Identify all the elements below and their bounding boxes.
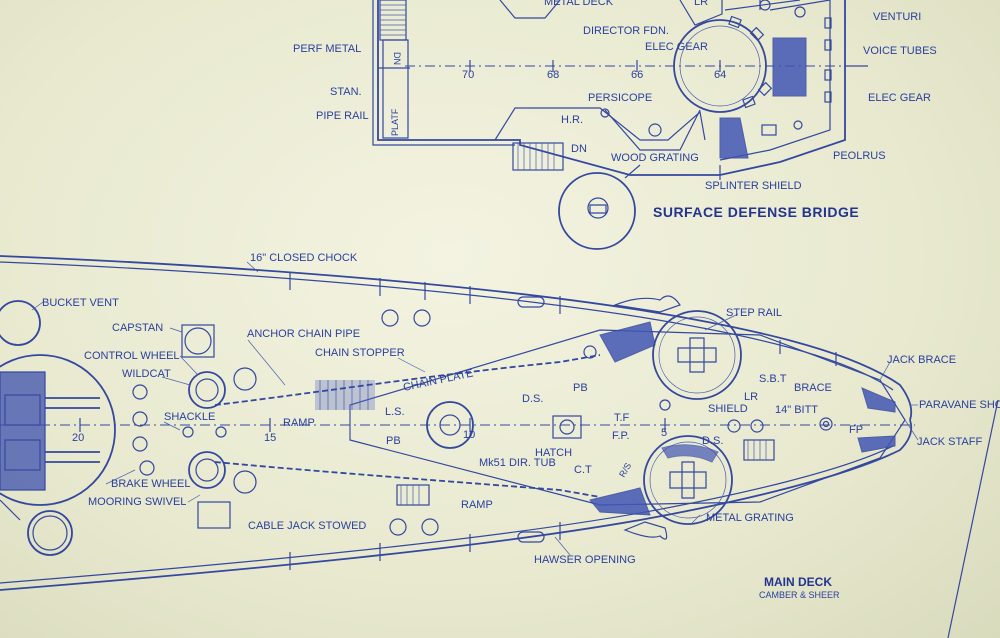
stan-label: STAN. bbox=[330, 86, 362, 98]
shackle-label: SHACKLE bbox=[164, 411, 215, 423]
persicope-label: PERSICOPE bbox=[588, 92, 652, 104]
elec-gear-inner-label: ELEC GEAR bbox=[645, 41, 708, 53]
pb-left-label: PB bbox=[386, 435, 401, 447]
anchor-chain-pipe-label: ANCHOR CHAIN PIPE bbox=[247, 328, 360, 340]
metal-grating-starboard bbox=[589, 487, 651, 516]
frame-5-label: 5 bbox=[661, 427, 667, 439]
hull-outline-port bbox=[0, 255, 913, 421]
tf-label: T.F bbox=[614, 412, 630, 424]
pipe-rail-label: PIPE RAIL bbox=[316, 110, 369, 122]
bridge-frame-64: 64 bbox=[714, 69, 726, 81]
paravane-shoe-label: PARAVANE SHOE bbox=[919, 399, 1000, 411]
director-fdn-label: DIRECTOR FDN. bbox=[583, 25, 669, 37]
brake-wheel-label: BRAKE WHEEL bbox=[111, 478, 190, 490]
chain-plate-label: CHAIN PLATE bbox=[402, 367, 474, 394]
lr-label: LR bbox=[744, 391, 758, 403]
anchor-chain-port bbox=[214, 354, 601, 406]
ds-lower-label: D.S. bbox=[702, 435, 723, 447]
frame-10-label: 10 bbox=[463, 429, 475, 441]
bridge-title: SURFACE DEFENSE BRIDGE bbox=[653, 204, 859, 220]
hatch-label: HATCH bbox=[535, 447, 572, 459]
bridge-equipment bbox=[600, 0, 868, 137]
main-deck-subtitle: CAMBER & SHEER bbox=[759, 590, 840, 600]
director-foundation bbox=[673, 19, 767, 113]
sheet-border bbox=[947, 399, 999, 638]
bucket-vent bbox=[0, 300, 41, 346]
mooring-swivel-label: MOORING SWIVEL bbox=[88, 496, 186, 508]
brace-label: BRACE bbox=[794, 382, 832, 394]
ls-label: L.S. bbox=[385, 406, 405, 418]
deck-frame-ticks bbox=[79, 418, 666, 432]
platf-label: PLATF bbox=[390, 108, 400, 136]
surface-defense-bridge: METAL DECK LR DIRECTOR FDN. ELEC GEAR PE… bbox=[293, 0, 937, 250]
step-rail-label: STEP RAIL bbox=[726, 307, 782, 319]
lr-top-label: LR bbox=[694, 0, 708, 8]
main-deck-title: MAIN DECK bbox=[764, 575, 832, 589]
forward-turret bbox=[0, 354, 116, 521]
wildcat-label: WILDCAT bbox=[122, 368, 171, 380]
perf-metal-label: PERF METAL bbox=[293, 43, 361, 55]
metal-grating-label: METAL GRATING bbox=[706, 512, 794, 524]
chain-stopper-label: CHAIN STOPPER bbox=[315, 347, 405, 359]
capstan-label: CAPSTAN bbox=[112, 322, 163, 334]
ramp-upper-label: RAMP bbox=[283, 417, 315, 429]
bridge-frame-68: 68 bbox=[547, 69, 559, 81]
hawser-opening-label: HAWSER OPENING bbox=[534, 554, 636, 566]
fp-bow-label: FP bbox=[849, 424, 863, 436]
venturi-label: VENTURI bbox=[873, 11, 921, 23]
elec-gear-panel bbox=[772, 37, 807, 97]
hatch-box bbox=[552, 415, 582, 439]
main-deck-plan: 16" CLOSED CHOCK BUCKET VENT CAPSTAN ANC… bbox=[0, 252, 1000, 638]
sbt-label: S.B.T bbox=[759, 373, 787, 385]
deck-fittings bbox=[381, 296, 833, 543]
bridge-ladder-bottom bbox=[512, 142, 564, 171]
frame-20-label: 20 bbox=[72, 432, 84, 444]
bridge-frame-70: 70 bbox=[462, 69, 474, 81]
closed-chock-label: 16" CLOSED CHOCK bbox=[250, 252, 358, 264]
shield-label: SHIELD bbox=[708, 403, 748, 415]
hull-outline-starboard bbox=[0, 419, 913, 591]
metal-deck-label: METAL DECK bbox=[544, 0, 614, 8]
bucket-vent-label: BUCKET VENT bbox=[42, 297, 119, 309]
gun-tub-starboard bbox=[643, 435, 733, 525]
cable-jack-stowed-label: CABLE JACK STOWED bbox=[248, 520, 366, 532]
windlass-machinery bbox=[0, 300, 257, 556]
jack-brace-label: JACK BRACE bbox=[887, 354, 956, 366]
bridge-gun-tub bbox=[558, 172, 636, 250]
bitt-label: 14" BITT bbox=[775, 404, 818, 416]
chain-plate-hatch bbox=[315, 380, 375, 410]
platform bbox=[382, 39, 409, 139]
bridge-frame-ticks bbox=[469, 60, 721, 72]
gun-tub-port bbox=[652, 310, 742, 400]
pb-right-label: PB bbox=[573, 382, 588, 394]
fp-mid-label: F.P. bbox=[612, 430, 630, 442]
ramp-lower-label: RAMP bbox=[461, 499, 493, 511]
dn-bottom-label: DN bbox=[571, 143, 587, 155]
splinter-shield-label: SPLINTER SHIELD bbox=[705, 180, 802, 192]
metal-grating-port bbox=[599, 321, 656, 363]
hr-label: H.R. bbox=[561, 114, 583, 126]
bridge-ladder-top bbox=[379, 0, 407, 41]
voice-tubes-label: VOICE TUBES bbox=[863, 45, 937, 57]
frame-15-label: 15 bbox=[264, 432, 276, 444]
mk51-label: Mk51 DIR. TUB bbox=[479, 457, 556, 469]
dn-top-label: DN bbox=[392, 52, 402, 65]
bridge-frame-66: 66 bbox=[631, 69, 643, 81]
peolrus-label: PEOLRUS bbox=[833, 150, 886, 162]
elec-gear-outer-label: ELEC GEAR bbox=[868, 92, 931, 104]
director-tub-ls bbox=[426, 401, 474, 449]
bridge-outline bbox=[377, 0, 846, 176]
leader-lines bbox=[31, 261, 919, 556]
ct-label: C.T bbox=[574, 464, 592, 476]
anchor-chain-starboard bbox=[214, 461, 601, 498]
jack-staff-label: JACK STAFF bbox=[917, 436, 982, 448]
rs-label: R/S bbox=[617, 461, 633, 479]
control-wheel-label: CONTROL WHEEL bbox=[84, 350, 180, 362]
ds-upper-label: D.S. bbox=[522, 393, 543, 405]
wood-grating-label: WOOD GRATING bbox=[611, 152, 699, 164]
